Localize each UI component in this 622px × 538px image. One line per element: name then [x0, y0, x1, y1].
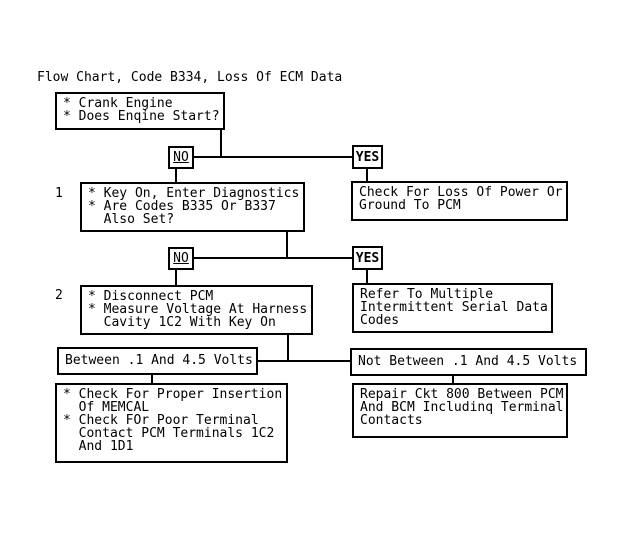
step-number-1: 1 — [55, 186, 63, 201]
step-number-2: 2 — [55, 288, 63, 303]
node-line: * Crank Engine — [63, 96, 173, 111]
node-line: Cavity 1C2 With Key On — [88, 315, 276, 330]
connector-rail-3 — [257, 360, 351, 362]
node-line: * Measure Voltage At Harness — [88, 302, 308, 317]
node-line: Contacts — [360, 413, 423, 428]
decision-yes-1-label: YES — [355, 149, 380, 165]
node-crank-engine: * Crank Engine * Does Enqine Start? — [55, 92, 225, 130]
node-line: Codes — [360, 313, 400, 328]
node-line: Of MEMCAL — [63, 400, 150, 415]
connector-crank-drop — [220, 130, 222, 158]
connector-yes2-drop — [366, 270, 368, 284]
decision-no-1-label: NO — [173, 150, 189, 165]
decision-no-2-label: NO — [173, 251, 189, 266]
decision-yes-2-label: YES — [355, 250, 380, 266]
connector-step1-drop — [286, 232, 288, 259]
node-line: * Key On, Enter Diagnostics — [88, 186, 300, 201]
node-line: * Are Codes B335 Or B337 — [88, 199, 276, 214]
node-not-between-volts: Not Between .1 And 4.5 Volts — [350, 348, 587, 376]
connector-step2-drop — [287, 335, 289, 362]
node-line: And 1D1 — [63, 439, 134, 454]
node-refer-serial-data: Refer To Multiple Intermittent Serial Da… — [352, 283, 553, 333]
node-line: Intermittent Serial Data — [360, 300, 548, 315]
decision-no-2: NO — [168, 247, 194, 270]
node-step-2-disconnect-pcm: * Disconnect PCM * Measure Voltage At Ha… — [80, 285, 313, 335]
node-line: * Disconnect PCM — [88, 289, 214, 304]
connector-no1-drop — [175, 169, 177, 183]
node-line: Ground To PCM — [359, 198, 461, 213]
node-line: * Check FOr Poor Terminal — [63, 413, 259, 428]
node-line: * Check For Proper Insertion — [63, 387, 283, 402]
node-line: Refer To Multiple — [360, 287, 494, 302]
connector-rail-1 — [193, 156, 353, 158]
connector-not-between-drop — [452, 375, 454, 384]
node-repair-ckt-800: Repair Ckt 800 Between PCM And BCM Inclu… — [352, 383, 568, 438]
connector-no2-drop — [175, 270, 177, 286]
node-step-1-key-on: * Key On, Enter Diagnostics * Are Codes … — [80, 182, 305, 232]
node-line: Between .1 And 4.5 Volts — [65, 353, 253, 368]
decision-no-1: NO — [168, 146, 194, 169]
node-between-volts: Between .1 And 4.5 Volts — [57, 347, 258, 375]
node-line: * Does Enqine Start? — [63, 109, 220, 124]
node-check-power: Check For Loss Of Power Or Ground To PCM — [351, 181, 568, 221]
decision-yes-2: YES — [352, 246, 383, 270]
node-line: And BCM Includinq Terminal — [360, 400, 564, 415]
connector-rail-2 — [193, 257, 352, 259]
node-line: Not Between .1 And 4.5 Volts — [358, 354, 578, 369]
flowchart-title: Flow Chart, Code B334, Loss Of ECM Data — [37, 70, 343, 85]
decision-yes-1: YES — [352, 145, 383, 169]
connector-between-drop — [151, 374, 153, 384]
node-line: Also Set? — [88, 212, 175, 227]
connector-yes1-drop — [366, 168, 368, 182]
node-check-memcal: * Check For Proper Insertion Of MEMCAL *… — [55, 383, 288, 463]
node-line: Contact PCM Terminals 1C2 — [63, 426, 275, 441]
node-line: Check For Loss Of Power Or — [359, 185, 563, 200]
node-line: Repair Ckt 800 Between PCM — [360, 387, 564, 402]
